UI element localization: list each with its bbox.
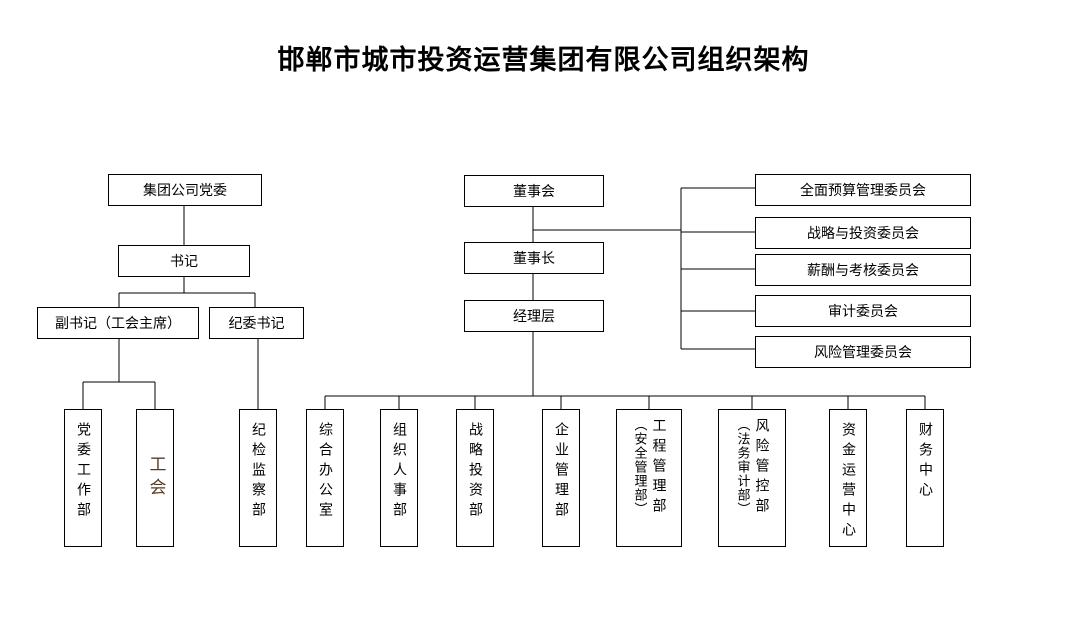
committee-budget-box: 全面预算管理委员会 [755, 174, 971, 206]
engineering-dept-box: （安全管理部） 工程管理部 [616, 409, 682, 547]
committee-audit-box: 审计委员会 [755, 295, 971, 327]
inspection-dept-label: 纪检监察部 [250, 422, 266, 522]
party-work-dept-label: 党委工作部 [75, 422, 91, 522]
page-title: 邯郸市城市投资运营集团有限公司组织架构 [277, 45, 810, 76]
inspection-dept-box: 纪检监察部 [239, 409, 277, 547]
strategy-dept-label: 战略投资部 [467, 422, 483, 522]
hr-dept-box: 组织人事部 [380, 409, 418, 547]
finance-center-label: 财务中心 [917, 422, 933, 502]
finance-center-box: 财务中心 [906, 409, 944, 547]
union-box: 工会 [136, 409, 174, 547]
committee-budget-label: 全面预算管理委员会 [800, 183, 926, 199]
management-label: 经理层 [513, 309, 555, 325]
union-label: 工会 [145, 455, 166, 501]
discipline-secretary-label: 纪委书记 [228, 316, 285, 332]
general-office-box: 综合办公室 [306, 409, 344, 547]
board-of-directors-label: 董事会 [513, 184, 555, 200]
board-of-directors-box: 董事会 [464, 175, 604, 207]
deputy-secretary-box: 副书记（工会主席） [37, 307, 199, 339]
engineering-dept-label: 工程管理部 [650, 418, 667, 518]
engineering-sub-label: （安全管理部） [631, 418, 647, 516]
capital-center-label: 资金运营中心 [840, 422, 856, 542]
party-committee-label: 集团公司党委 [143, 183, 227, 199]
committee-strategy-label: 战略与投资委员会 [807, 226, 919, 242]
risk-dept-box: （法务审计部） 风险管控部 [718, 409, 786, 547]
risk-dept-label: 风险管控部 [753, 418, 770, 518]
party-work-dept-box: 党委工作部 [64, 409, 102, 547]
hr-dept-label: 组织人事部 [391, 422, 407, 522]
enterprise-dept-box: 企业管理部 [542, 409, 580, 547]
committee-compensation-box: 薪酬与考核委员会 [755, 254, 971, 286]
discipline-secretary-box: 纪委书记 [209, 307, 304, 339]
secretary-box: 书记 [118, 245, 250, 277]
chairman-label: 董事长 [513, 251, 555, 267]
strategy-dept-box: 战略投资部 [456, 409, 494, 547]
party-committee-box: 集团公司党委 [108, 174, 262, 206]
secretary-label: 书记 [170, 254, 198, 270]
committee-strategy-box: 战略与投资委员会 [755, 217, 971, 249]
committee-risk-label: 风险管理委员会 [814, 345, 912, 361]
enterprise-dept-label: 企业管理部 [553, 422, 569, 522]
deputy-secretary-label: 副书记（工会主席） [55, 316, 181, 332]
committee-risk-box: 风险管理委员会 [755, 336, 971, 368]
committee-audit-label: 审计委员会 [828, 304, 898, 320]
risk-sub-label: （法务审计部） [734, 418, 750, 516]
management-box: 经理层 [464, 300, 604, 332]
capital-center-box: 资金运营中心 [829, 409, 867, 547]
committee-compensation-label: 薪酬与考核委员会 [807, 263, 919, 279]
general-office-label: 综合办公室 [317, 422, 333, 522]
chairman-box: 董事长 [464, 242, 604, 274]
